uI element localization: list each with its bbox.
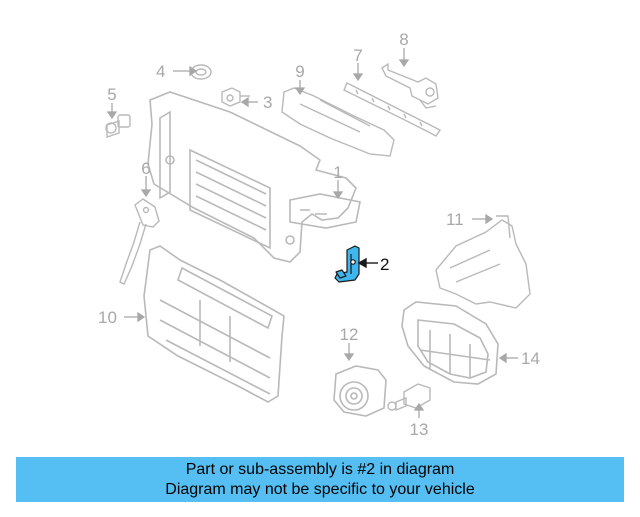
part-7-seal-strip (343, 82, 442, 137)
part-13-sensor (387, 383, 431, 412)
part-10-air-deflector (143, 245, 285, 403)
part-8-latch (381, 62, 439, 109)
part-2-bracket-highlighted[interactable] (334, 245, 360, 283)
callout-9: 9 (295, 62, 304, 81)
callout-2: 2 (380, 255, 389, 274)
callout-13: 13 (410, 420, 429, 439)
part-12-horn (333, 365, 387, 417)
leader-lines (106, 48, 518, 418)
callout-1: 1 (333, 163, 342, 182)
part-5-bolt (105, 114, 131, 138)
part-1-radiator-support (147, 91, 361, 263)
callout-3: 3 (263, 93, 272, 112)
part-9-upper-cover (281, 87, 395, 157)
part-11-shroud (435, 215, 531, 309)
leader-line-2 (357, 257, 378, 269)
caption-banner: Part or sub-assembly is #2 in diagram Di… (16, 457, 624, 502)
part-6-bracket (119, 198, 160, 285)
caption-line-1: Part or sub-assembly is #2 in diagram (185, 461, 455, 478)
callout-4: 4 (156, 62, 165, 81)
callout-12: 12 (340, 325, 359, 344)
callout-labels: 1 3 4 5 6 7 8 9 10 11 12 13 14 (98, 30, 540, 439)
callout-11: 11 (446, 210, 464, 229)
callout-8: 8 (399, 30, 408, 49)
callout-6: 6 (141, 159, 150, 178)
part-3-clip (221, 87, 250, 107)
caption-line-2: Diagram may not be specific to your vehi… (165, 481, 475, 498)
callout-14: 14 (521, 349, 540, 368)
callout-10: 10 (98, 308, 117, 327)
callout-7: 7 (353, 46, 362, 65)
part-14-panel (401, 301, 499, 385)
callout-5: 5 (107, 85, 116, 104)
